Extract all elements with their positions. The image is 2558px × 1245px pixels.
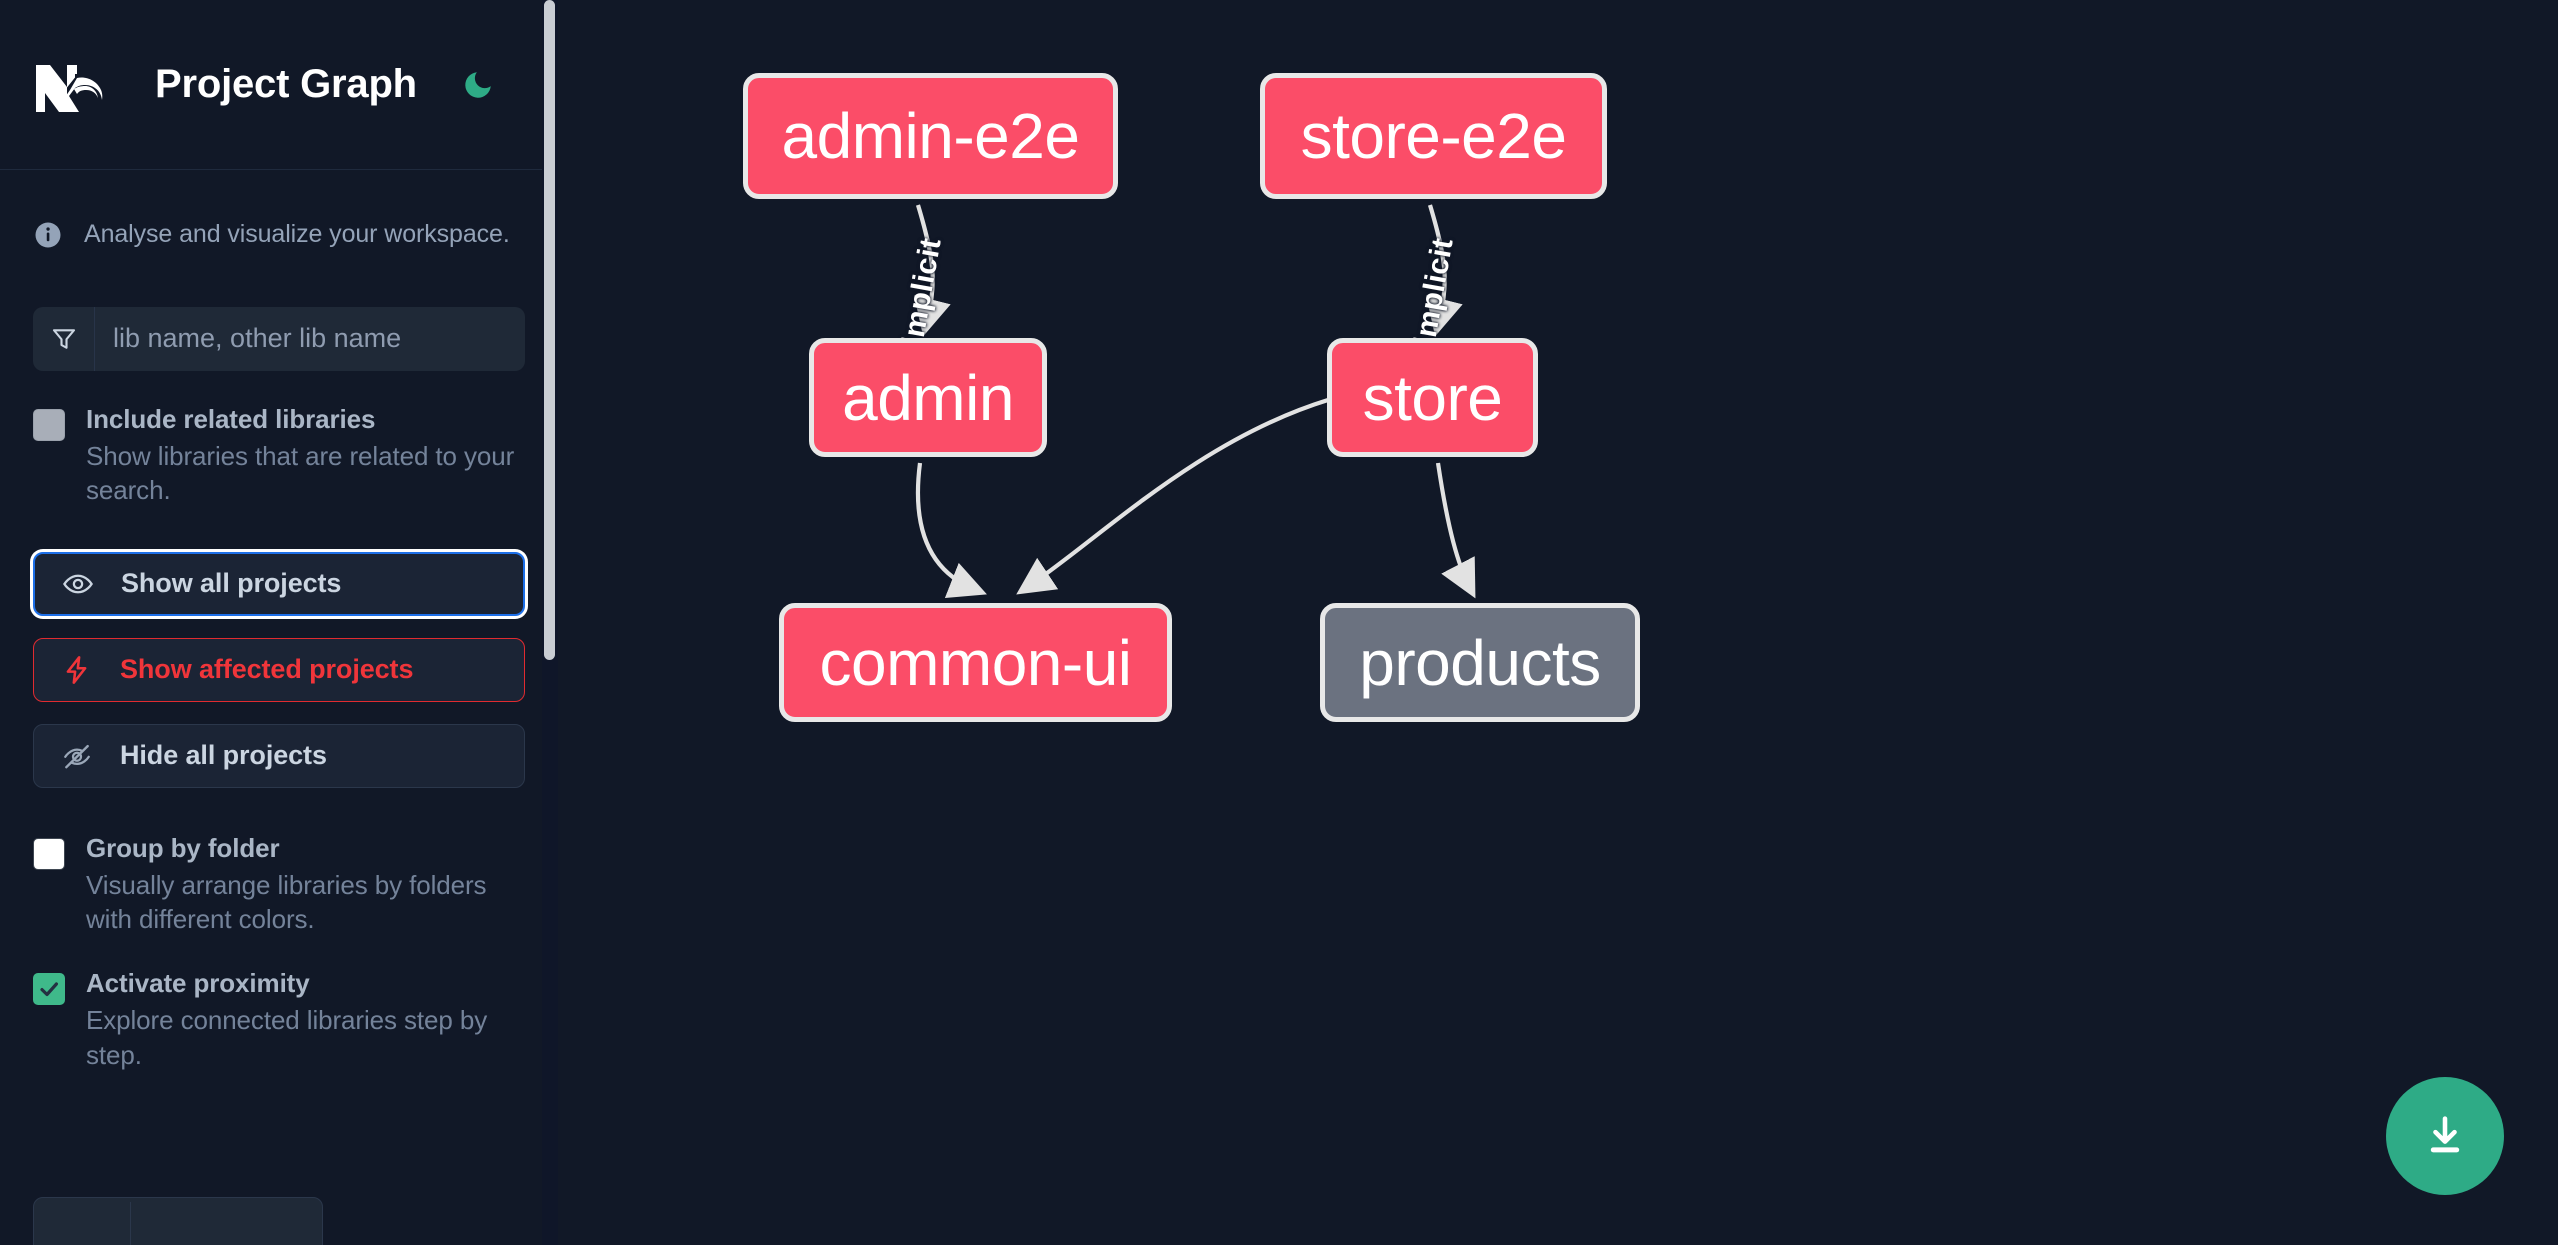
- graph-node-admin[interactable]: admin: [809, 338, 1047, 457]
- lightning-icon: [60, 653, 94, 687]
- sidebar-bottom-partial-control[interactable]: [33, 1197, 323, 1245]
- nx-logo: [33, 56, 117, 114]
- graph-node-store-e2e[interactable]: store-e2e: [1260, 73, 1607, 199]
- edge-store-to-common-ui: [1016, 397, 1329, 595]
- eye-icon: [61, 567, 95, 601]
- sidebar-header: Project Graph: [0, 0, 558, 170]
- option-group-by-folder[interactable]: Group by folder Visually arrange librari…: [0, 832, 558, 937]
- checkbox-activate-proximity[interactable]: [33, 972, 65, 1005]
- action-buttons: Show all projects Show affected projects: [33, 551, 525, 788]
- option-description: Visually arrange libraries by folders wi…: [86, 870, 487, 935]
- download-icon: [2430, 1116, 2460, 1153]
- show-all-projects-button[interactable]: Show all projects: [33, 551, 525, 616]
- option-activate-proximity[interactable]: Activate proximity Explore connected lib…: [0, 967, 558, 1072]
- option-description: Explore connected libraries step by step…: [86, 1005, 488, 1070]
- sidebar-body: Analyse and visualize your workspace. In…: [0, 170, 558, 1245]
- edge-store-to-products: [1435, 462, 1476, 599]
- edge-admin-to-common-ui: [915, 462, 987, 599]
- graph-canvas[interactable]: implicit implicit admin-e2e store-e2e ad…: [558, 0, 2558, 1245]
- page-title: Project Graph: [155, 62, 417, 106]
- graph-edges: [913, 204, 1476, 599]
- hide-all-projects-button[interactable]: Hide all projects: [33, 723, 525, 788]
- option-include-related-libraries[interactable]: Include related libraries Show libraries…: [0, 403, 558, 508]
- option-title: Include related libraries: [86, 403, 376, 434]
- checkbox-include-related-libraries[interactable]: [33, 408, 65, 441]
- checkbox-group-by-folder[interactable]: [33, 837, 65, 870]
- option-title: Group by folder: [86, 832, 280, 863]
- eye-off-icon: [60, 739, 94, 773]
- sidebar-scrollbar-thumb[interactable]: [544, 0, 555, 660]
- info-icon: [33, 220, 63, 250]
- option-description: Show libraries that are related to your …: [86, 441, 515, 506]
- button-label: Show all projects: [121, 568, 342, 599]
- moon-icon[interactable]: [455, 62, 501, 108]
- sidebar: Project Graph Analyse and visualize your…: [0, 0, 558, 1245]
- edge-admin-e2e-to-admin: [913, 204, 951, 337]
- filter-icon: [33, 306, 95, 371]
- button-label: Hide all projects: [120, 740, 327, 771]
- graph-node-store[interactable]: store: [1327, 338, 1538, 457]
- download-button[interactable]: [2386, 1077, 2504, 1195]
- info-text: Analyse and visualize your workspace.: [84, 220, 510, 248]
- sidebar-scrollbar[interactable]: [542, 0, 558, 1245]
- option-title: Activate proximity: [86, 967, 310, 998]
- graph-node-admin-e2e[interactable]: admin-e2e: [743, 73, 1118, 199]
- show-affected-projects-button[interactable]: Show affected projects: [33, 637, 525, 702]
- search-input[interactable]: [95, 306, 525, 371]
- info-banner: Analyse and visualize your workspace.: [0, 170, 558, 251]
- search-field[interactable]: [33, 306, 525, 371]
- graph-node-products[interactable]: products: [1320, 603, 1640, 722]
- button-label: Show affected projects: [120, 654, 414, 685]
- edge-store-e2e-to-store: [1425, 204, 1463, 337]
- graph-node-common-ui[interactable]: common-ui: [779, 603, 1172, 722]
